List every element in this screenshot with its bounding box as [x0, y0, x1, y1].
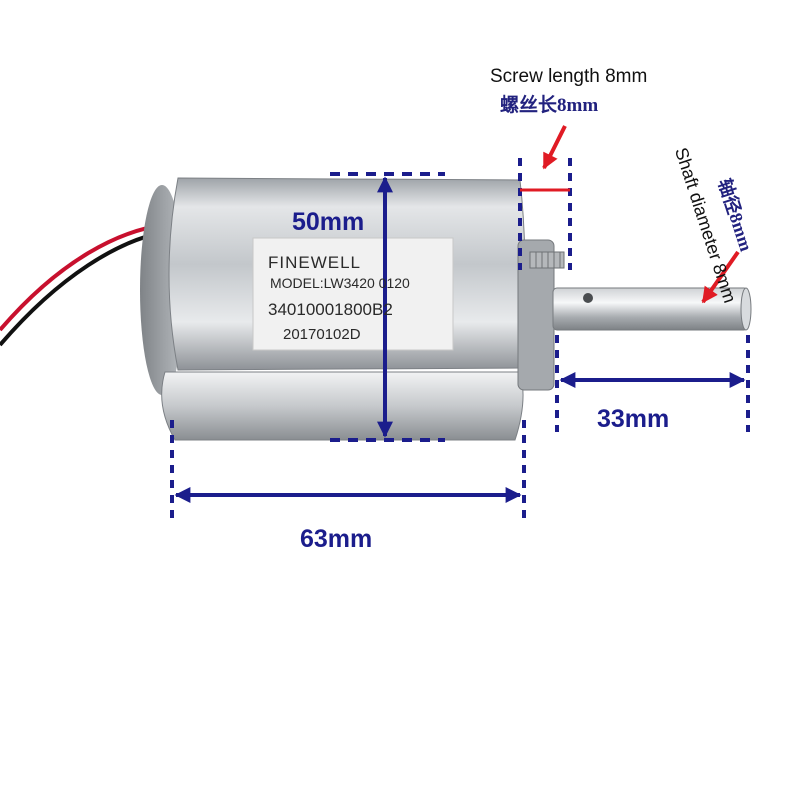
shaft-hole [583, 293, 593, 303]
shaft-pointer-arrow [701, 250, 740, 304]
shaft-length-label: 33mm [597, 405, 670, 433]
motor-lower-housing [161, 371, 524, 441]
screw-pointer-arrow [542, 125, 567, 170]
motor-serial: 34010001800B2 [268, 300, 393, 319]
motor-date: 20170102D [283, 326, 361, 343]
screw-length-label-en: Screw length 8mm [490, 66, 648, 87]
body-length-label: 63mm [300, 525, 373, 553]
motor-model: MODEL:LW3420 0120 [270, 275, 410, 291]
height-dimension-label: 50mm [292, 208, 365, 236]
screw-length-label-zh: 螺丝长8mm [500, 95, 599, 116]
shaft-tip [740, 287, 752, 331]
motor-brand: FINEWELL [268, 253, 362, 272]
motor-label-sticker [252, 237, 454, 351]
mounting-screw [529, 251, 565, 269]
